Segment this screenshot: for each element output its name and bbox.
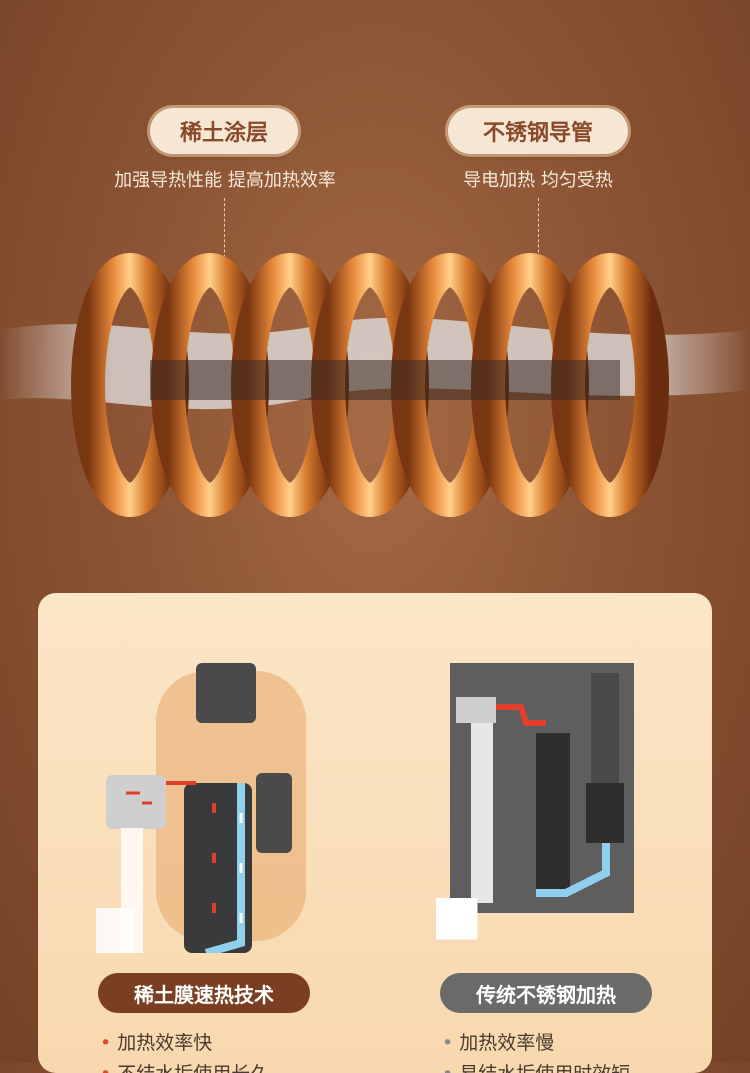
right-bullet-2: •易结水垢使用时效短	[442, 1059, 630, 1073]
leader-line-left	[224, 198, 225, 268]
left-bullet-2: •不结水垢使用长久	[100, 1059, 269, 1073]
traditional-heater-diagram	[436, 663, 634, 940]
feature-title-stainless: 不锈钢导管	[448, 108, 628, 154]
rare-earth-heater-diagram	[96, 663, 306, 953]
right-bullet-1: •加热效率慢	[442, 1032, 555, 1054]
label-rare-earth-tech: 稀土膜速热技术	[98, 973, 310, 1013]
hero-section: 稀土涂层 加强导热性能 提高加热效率 不锈钢导管 导电加热 均匀受热	[0, 108, 750, 517]
feature-title-rare-earth: 稀土涂层	[150, 108, 298, 154]
comparison-card: 稀土膜速热技术 传统不锈钢加热 •加热效率快 •不结水垢使用长久 •加热效率慢 …	[38, 593, 712, 1073]
feature-desc-stainless: 导电加热 均匀受热	[463, 170, 613, 191]
leader-line-right	[538, 198, 539, 268]
label-traditional-heating: 传统不锈钢加热	[440, 973, 652, 1013]
heating-coil-image	[0, 253, 750, 517]
feature-desc-rare-earth: 加强导热性能 提高加热效率	[114, 170, 336, 191]
left-bullet-1: •加热效率快	[100, 1032, 213, 1054]
